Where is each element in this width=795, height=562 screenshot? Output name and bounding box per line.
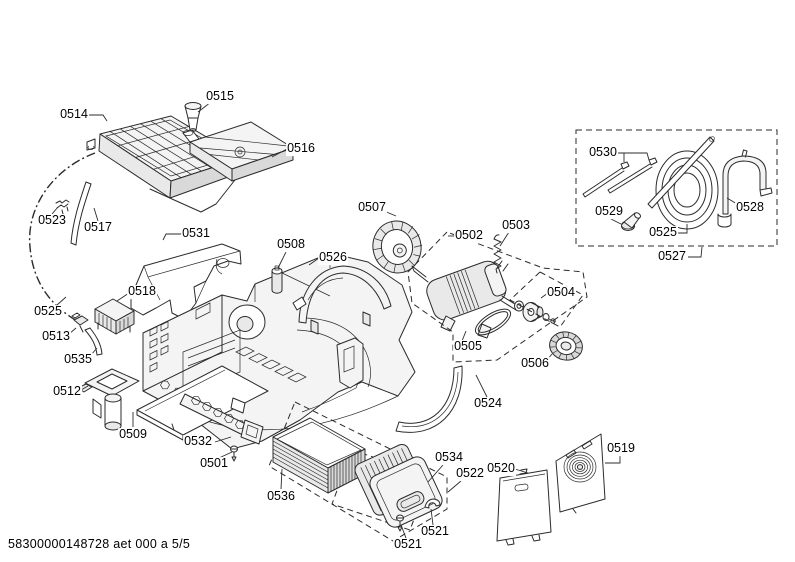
drive-belt-art bbox=[474, 308, 512, 336]
short-hose-art bbox=[84, 327, 103, 356]
motor-art bbox=[411, 260, 519, 339]
fleece-filter-art bbox=[354, 443, 443, 528]
callout-0524: 0524 bbox=[473, 396, 503, 411]
callout-0529: 0529 bbox=[594, 204, 624, 219]
blower-wheel-art bbox=[549, 331, 583, 361]
pump-assembly-art bbox=[77, 368, 140, 431]
rear-panel-art bbox=[496, 468, 552, 546]
document-code: 58300000148728 aet 000 a 5/5 bbox=[8, 537, 191, 551]
tension-pulley-art bbox=[514, 300, 556, 324]
callout-0514: 0514 bbox=[59, 107, 89, 122]
callout-0521-screw: 0521 bbox=[393, 537, 423, 552]
capacitor-art bbox=[271, 265, 283, 294]
coiled-hose-art bbox=[647, 136, 719, 230]
callout-0531: 0531 bbox=[181, 226, 211, 241]
callout-0501: 0501 bbox=[199, 456, 229, 471]
callout-0502: 0502 bbox=[454, 228, 484, 243]
condensate-drawer-art bbox=[86, 115, 243, 213]
accessory-kit-art bbox=[575, 129, 778, 247]
vent-panel-art bbox=[555, 433, 606, 514]
callout-0519: 0519 bbox=[606, 441, 636, 456]
nozzle-art bbox=[621, 212, 641, 231]
callout-0504: 0504 bbox=[546, 285, 576, 300]
callout-0509: 0509 bbox=[118, 427, 148, 442]
callout-0535: 0535 bbox=[63, 352, 93, 367]
callout-0522: 0522 bbox=[455, 466, 485, 481]
callout-0534: 0534 bbox=[434, 450, 464, 465]
screw-0501-art bbox=[230, 445, 238, 462]
water-container-art bbox=[182, 121, 294, 182]
callout-0527: 0527 bbox=[657, 249, 687, 264]
callout-0506: 0506 bbox=[520, 356, 550, 371]
callout-0513: 0513 bbox=[41, 329, 71, 344]
callout-0526: 0526 bbox=[318, 250, 348, 265]
callout-0530: 0530 bbox=[588, 145, 618, 160]
callout-0512: 0512 bbox=[52, 384, 82, 399]
control-module-art bbox=[94, 298, 135, 335]
top-duct-cover-art bbox=[130, 243, 242, 320]
accessory-kit-dashed-box bbox=[575, 129, 778, 247]
callout-0516: 0516 bbox=[286, 141, 316, 156]
fan-wheel-art bbox=[372, 220, 423, 274]
base-panel-art bbox=[136, 365, 269, 441]
callout-0523: 0523 bbox=[37, 213, 67, 228]
callout-0507: 0507 bbox=[357, 200, 387, 215]
hose-connector-art bbox=[71, 312, 89, 333]
air-duct-shell-art bbox=[292, 265, 392, 335]
hose-clip-art bbox=[55, 199, 70, 215]
clip-0521-art bbox=[424, 498, 441, 509]
curved-duct-art bbox=[395, 365, 463, 433]
motor-dashed-outline bbox=[407, 231, 588, 363]
front-rail-art bbox=[179, 393, 264, 445]
tension-spring-art bbox=[493, 234, 502, 274]
callout-0520: 0520 bbox=[486, 461, 516, 476]
drain-hose-art bbox=[70, 181, 92, 246]
callout-0505: 0505 bbox=[453, 339, 483, 354]
funnel-cap-art bbox=[184, 102, 202, 132]
callout-0517: 0517 bbox=[83, 220, 113, 235]
hose-holder-art bbox=[717, 149, 773, 228]
callout-0536: 0536 bbox=[266, 489, 296, 504]
callout-0508: 0508 bbox=[276, 237, 306, 252]
heat-exchanger-art bbox=[272, 417, 366, 494]
screw-0521-art bbox=[396, 514, 404, 532]
callout-0525-hose: 0525 bbox=[33, 304, 63, 319]
callout-0525-kit: 0525 bbox=[648, 225, 678, 240]
callout-0521-clip: 0521 bbox=[420, 524, 450, 539]
callout-0532: 0532 bbox=[183, 434, 213, 449]
callout-0503: 0503 bbox=[501, 218, 531, 233]
callout-0518: 0518 bbox=[127, 284, 157, 299]
hose-routing-path-art bbox=[28, 152, 96, 322]
callout-0528: 0528 bbox=[735, 200, 765, 215]
callout-0515: 0515 bbox=[205, 89, 235, 104]
cable-ties-art bbox=[582, 157, 658, 198]
